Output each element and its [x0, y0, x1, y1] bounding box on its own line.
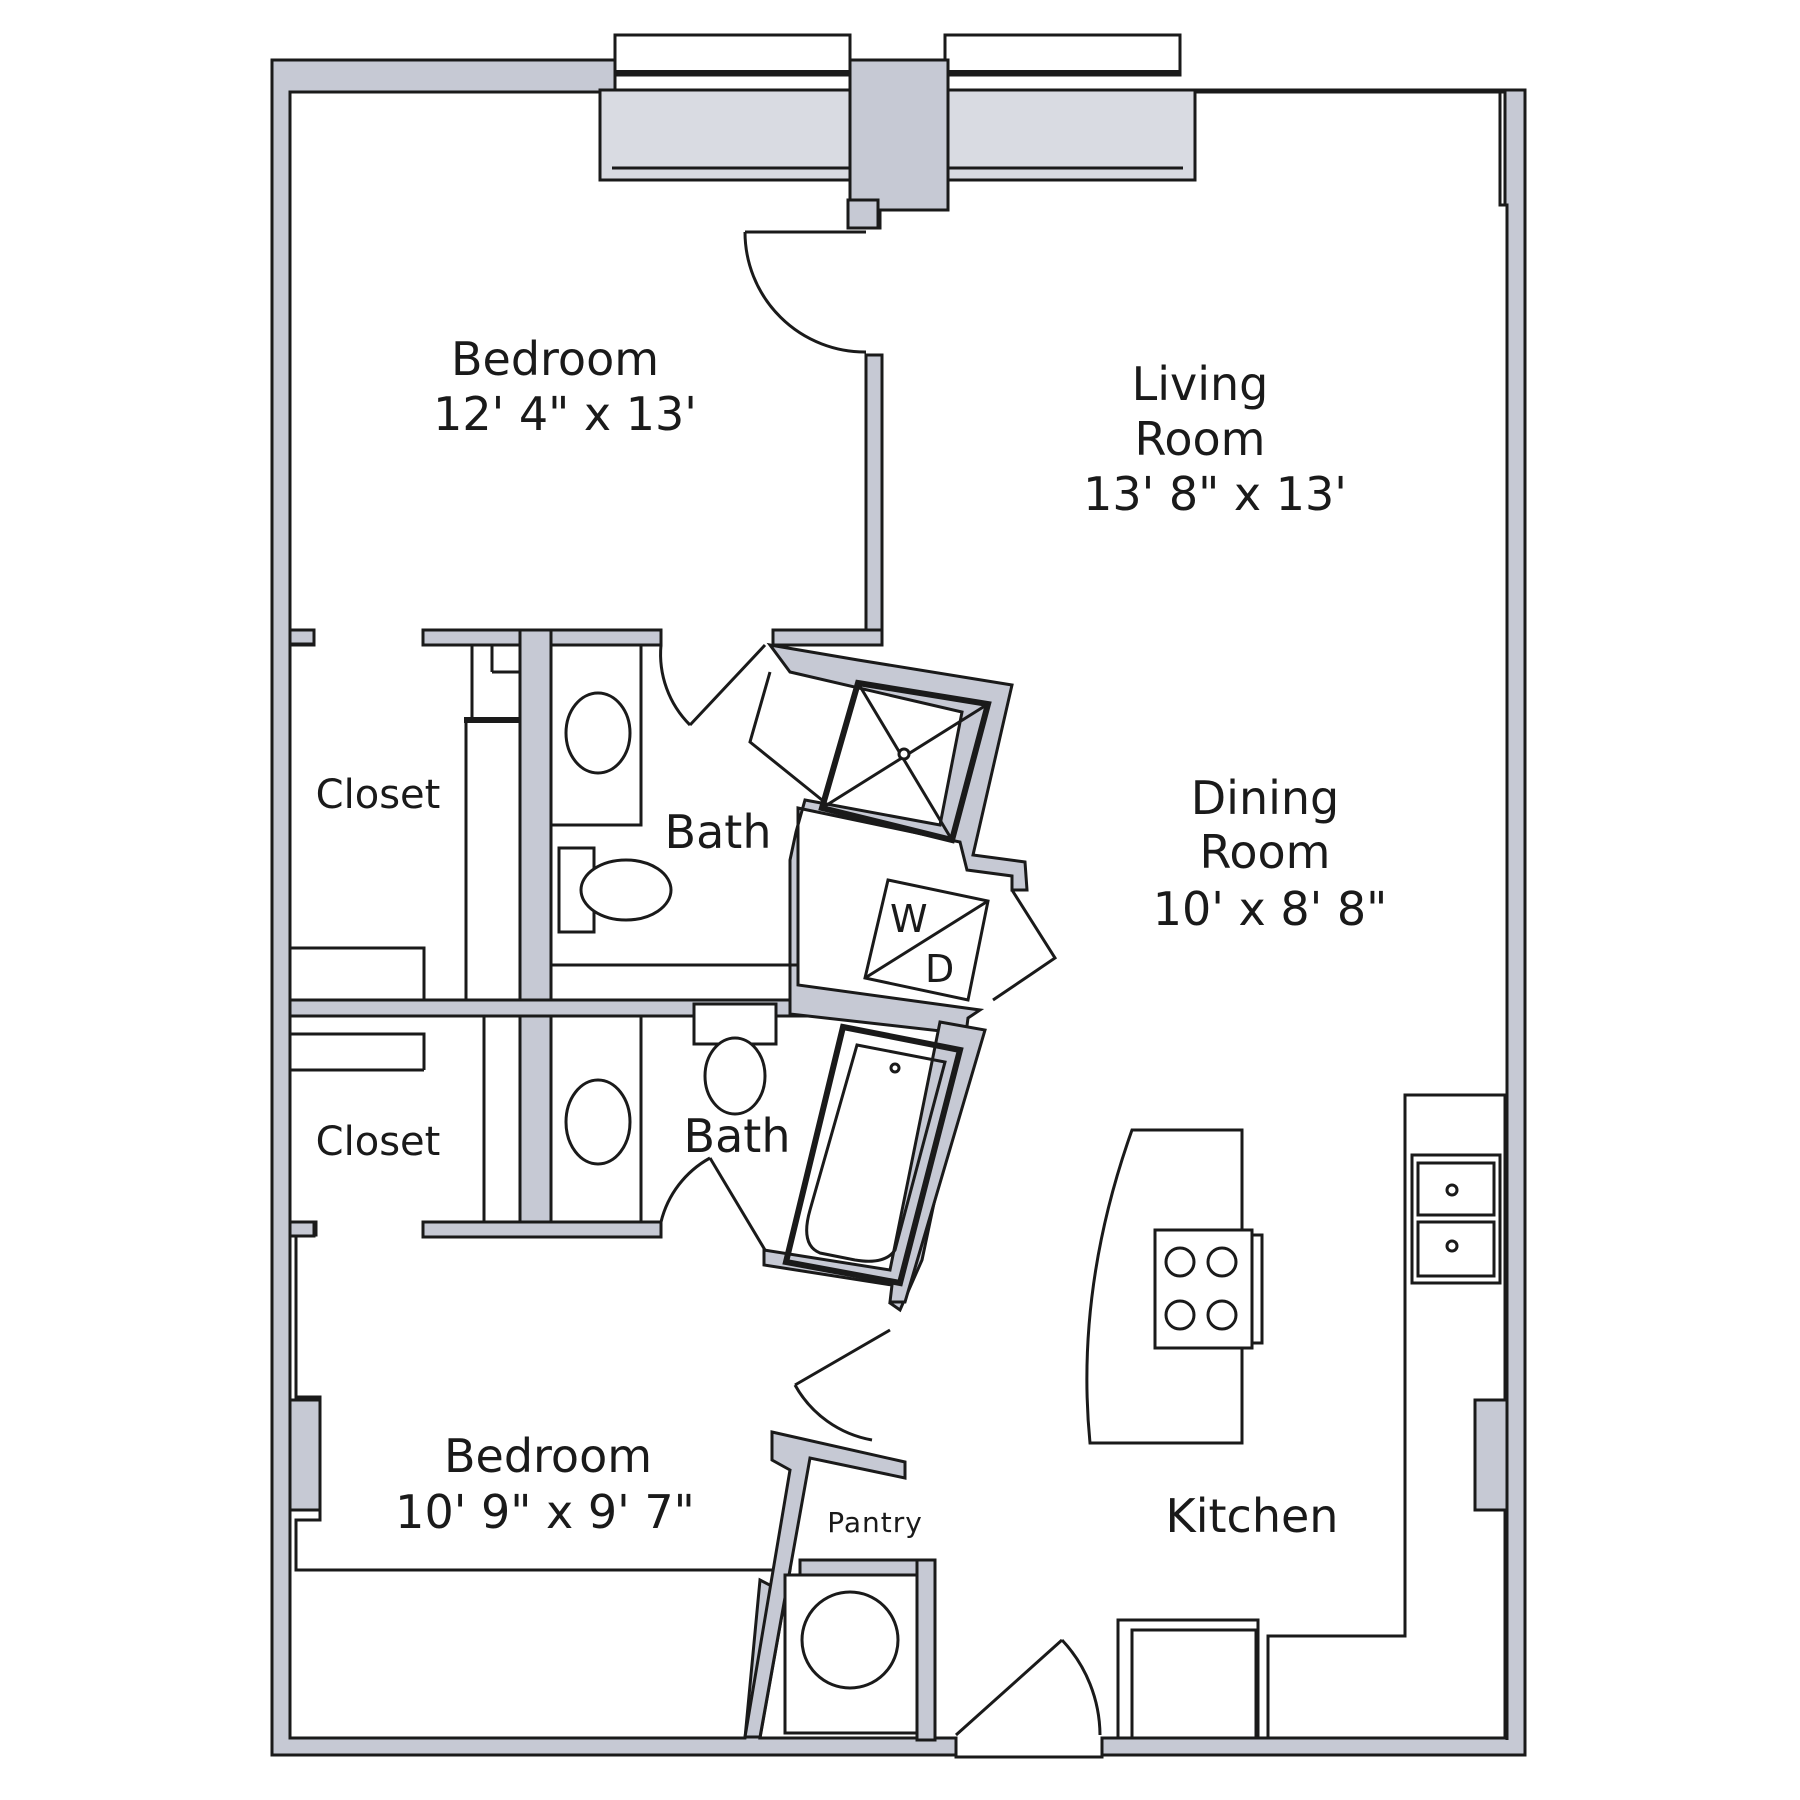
bedroom-1-size: 12' 4" x 13': [433, 387, 697, 441]
refrigerator: [1116, 1618, 1260, 1740]
bath-2-fixtures: [549, 1002, 778, 1224]
water-heater: [783, 1573, 919, 1735]
bath-1-name: Bath: [665, 805, 772, 859]
living-room-name-line1: Living: [1132, 357, 1269, 411]
bedroom-2-name: Bedroom: [444, 1429, 652, 1483]
bath-2-name: Bath: [684, 1109, 791, 1163]
shower: [818, 679, 992, 844]
dining-room-size: 10' x 8' 8": [1153, 882, 1388, 936]
right-wall-details: [288, 628, 1509, 1512]
dryer-label: D: [925, 947, 954, 991]
room-labels: Bedroom 12' 4" x 13' Living Room 13' 8" …: [316, 332, 1388, 1543]
bath-1-fixtures: [549, 643, 798, 967]
washer-label: W: [890, 897, 928, 941]
doors: [659, 230, 1102, 1737]
closet-1-name: Closet: [316, 772, 441, 818]
dining-room-name-line2: Room: [1200, 825, 1331, 879]
living-room-name-line2: Room: [1135, 412, 1266, 466]
bedroom-1-name: Bedroom: [451, 332, 659, 386]
kitchen-name: Kitchen: [1166, 1489, 1339, 1543]
bedroom-2-size: 10' 9" x 9' 7": [395, 1485, 695, 1539]
kitchen-island: [1085, 1128, 1264, 1445]
bathtub: [782, 1023, 964, 1287]
closet-2-name: Closet: [316, 1119, 441, 1165]
washer-dryer: W D: [863, 878, 990, 1002]
kitchen-counter: [1405, 1093, 1509, 1740]
pantry-name: Pantry: [827, 1506, 923, 1539]
closet-shelving: [290, 645, 520, 1222]
top-windows: [598, 33, 1197, 230]
living-room-size: 13' 8" x 13': [1083, 467, 1347, 521]
dining-room-name-line1: Dining: [1191, 771, 1340, 825]
